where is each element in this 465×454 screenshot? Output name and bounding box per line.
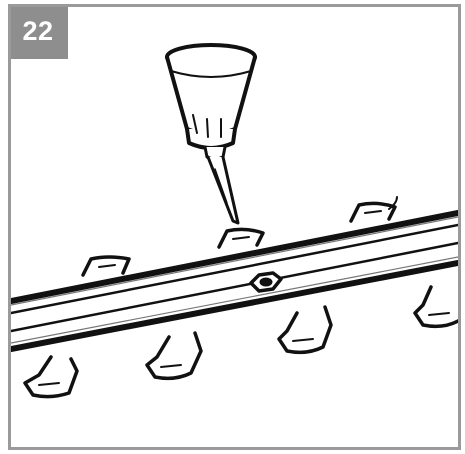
instruction-panel: 22 — [8, 4, 461, 450]
hedge-trimmer-oiling-illustration — [11, 43, 458, 399]
step-number-badge: 22 — [11, 7, 68, 59]
cutter-blade-icon — [11, 196, 458, 399]
oil-can-icon — [165, 43, 257, 225]
